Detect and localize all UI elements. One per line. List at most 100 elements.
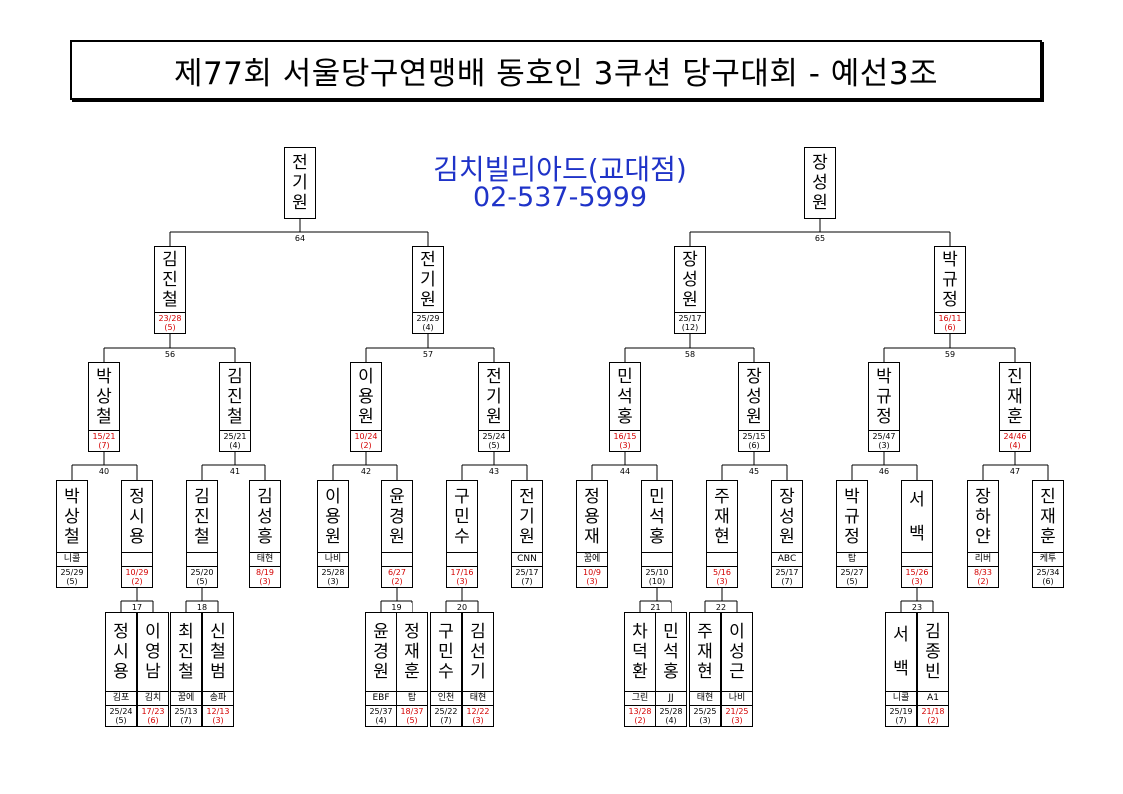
player-score: 25/24(5) <box>479 430 509 451</box>
match-number: 40 <box>89 467 119 477</box>
score-rank: (7) <box>180 716 192 725</box>
score-value: 25/21 <box>223 432 247 441</box>
player-score: 25/29(4) <box>413 312 443 333</box>
player-club: 리버 <box>968 552 998 566</box>
player-club <box>447 552 477 566</box>
score-rank: (3) <box>327 577 339 586</box>
match-number: 57 <box>413 350 443 360</box>
player-score: 25/28(3) <box>318 566 348 587</box>
player-club: 그린 <box>625 691 655 705</box>
score-value: 25/15 <box>742 432 766 441</box>
match-number: 65 <box>805 234 835 244</box>
score-value: 25/19 <box>889 707 913 716</box>
player-club: 꿈에 <box>171 691 201 705</box>
score-rank: (5) <box>846 577 858 586</box>
player-club: EBF <box>366 691 396 705</box>
player-score: 24/46(4) <box>1000 430 1030 451</box>
player-score: 12/22(3) <box>463 705 493 726</box>
match-number: 21 <box>640 603 671 613</box>
score-value: 10/24 <box>354 432 378 441</box>
score-rank: (4) <box>375 716 387 725</box>
player-score: 12/13(3) <box>203 705 233 726</box>
score-rank: (5) <box>115 716 127 725</box>
score-rank: (5) <box>406 716 418 725</box>
player-score: 25/34(6) <box>1033 566 1063 587</box>
score-value: 15/26 <box>905 568 929 577</box>
score-value: 25/24 <box>109 707 133 716</box>
match-number: 45 <box>739 467 769 477</box>
player-club: 나비 <box>318 552 348 566</box>
player-club: 인천 <box>431 691 461 705</box>
score-rank: (6) <box>944 323 956 332</box>
player-score: 25/47(3) <box>869 430 899 451</box>
match-number: 64 <box>285 234 315 244</box>
player-score: 15/26(3) <box>902 566 932 587</box>
score-rank: (3) <box>716 577 728 586</box>
score-rank: (3) <box>699 716 711 725</box>
player-score: 13/28(2) <box>625 705 655 726</box>
score-rank: (6) <box>1042 577 1054 586</box>
score-value: 25/29 <box>60 568 84 577</box>
score-value: 8/33 <box>974 568 992 577</box>
score-value: 5/16 <box>713 568 731 577</box>
score-rank: (3) <box>878 441 890 450</box>
title-box: 제77회 서울당구연맹배 동호인 3쿠션 당구대회 - 예선3조 <box>70 40 1042 100</box>
player-score: 21/25(3) <box>722 705 752 726</box>
player-club: 꿈에 <box>577 552 607 566</box>
match-number: 44 <box>610 467 640 477</box>
player-score: 25/20(5) <box>187 566 217 587</box>
player-club: 니콜 <box>886 691 916 705</box>
player-club: 김치 <box>138 691 168 705</box>
score-value: 25/37 <box>369 707 393 716</box>
score-value: 25/34 <box>1036 568 1060 577</box>
match-number: 19 <box>381 603 412 613</box>
score-rank: (3) <box>259 577 271 586</box>
player-score: 25/17(7) <box>772 566 802 587</box>
player-club: 김포 <box>106 691 136 705</box>
player-club: A1 <box>918 691 948 705</box>
player-score: 15/21(7) <box>89 430 119 451</box>
score-rank: (3) <box>212 716 224 725</box>
score-rank: (3) <box>456 577 468 586</box>
player-score: 25/27(5) <box>837 566 867 587</box>
player-club <box>642 552 672 566</box>
score-value: 6/27 <box>388 568 406 577</box>
score-value: 8/19 <box>256 568 274 577</box>
player-score: 25/13(7) <box>171 705 201 726</box>
